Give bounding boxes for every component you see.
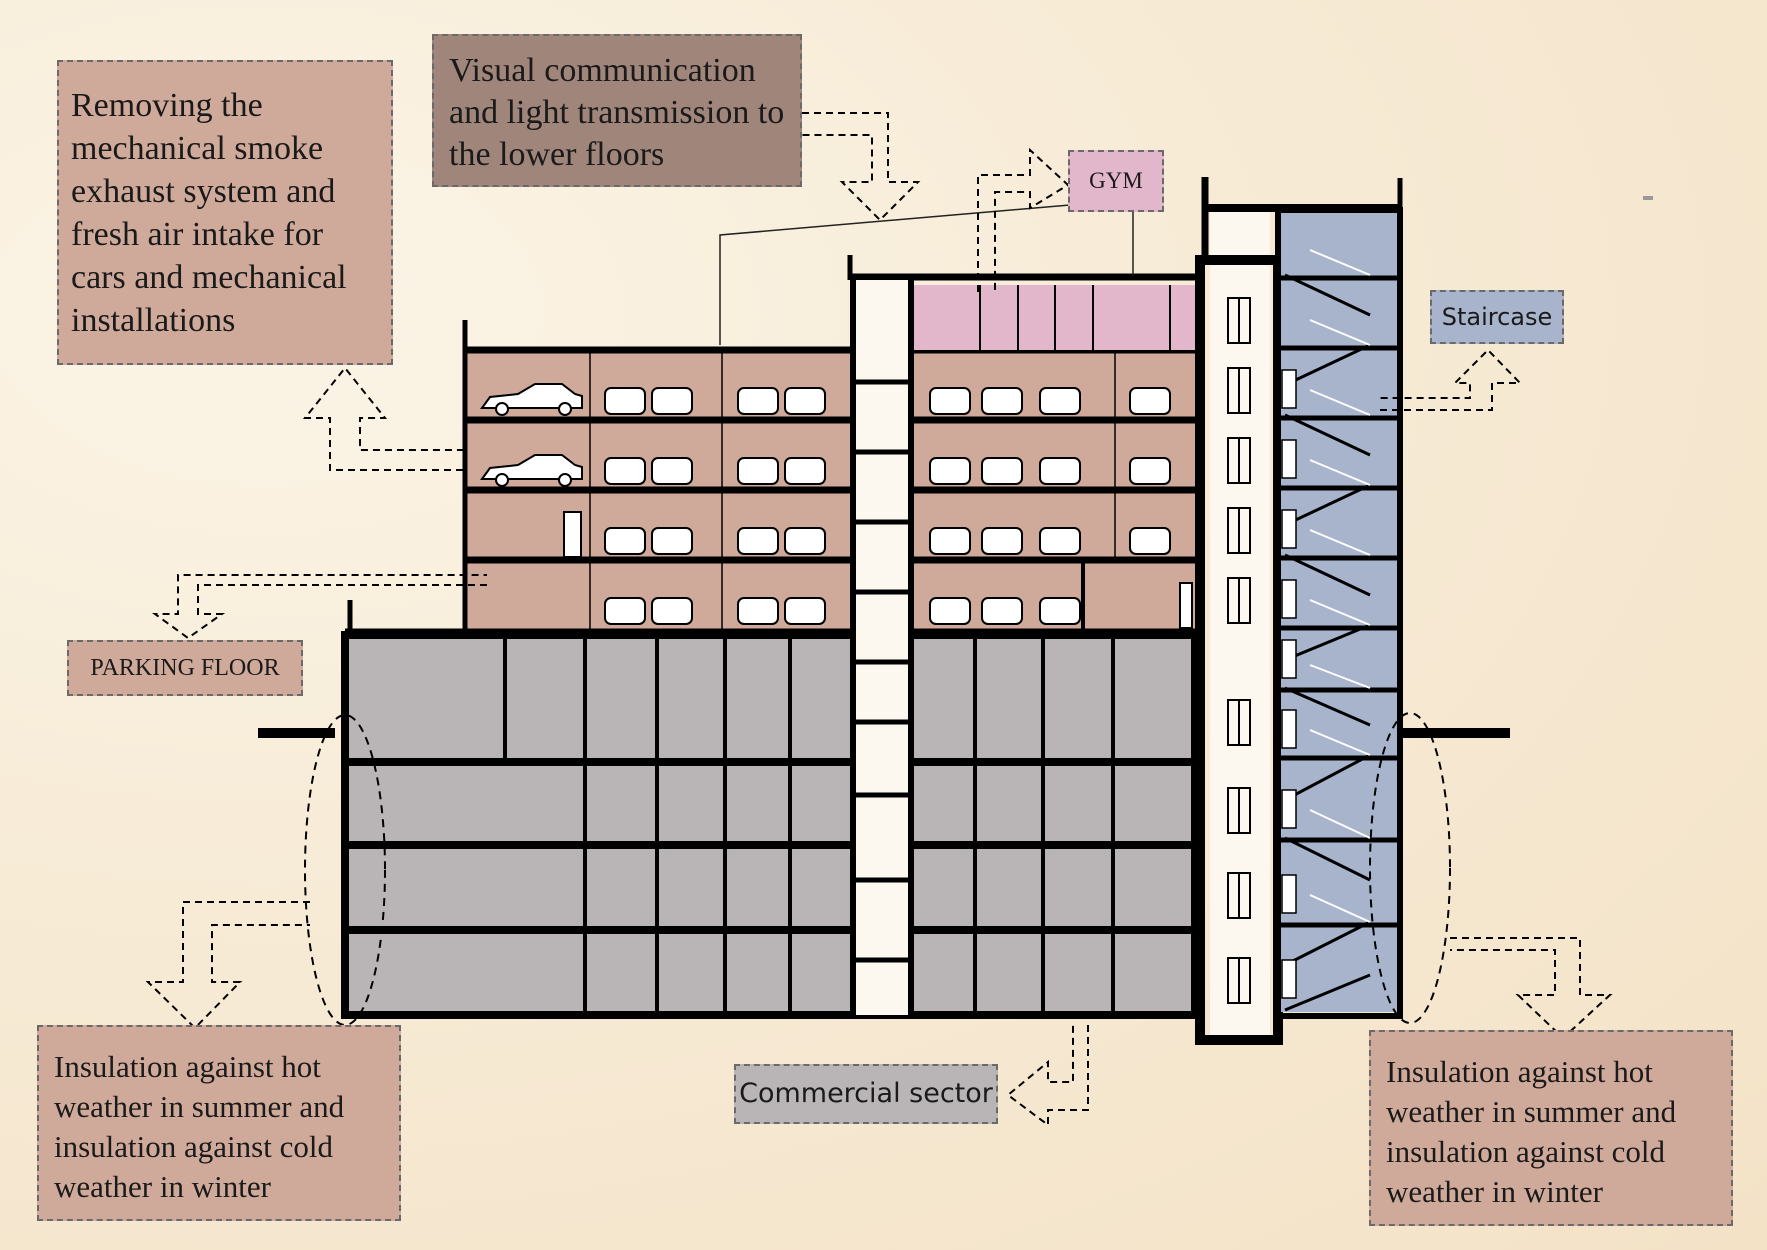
atrium-void: [850, 280, 914, 1015]
insulation-ellipse-right: [1369, 712, 1451, 1024]
gym-label: GYM: [1068, 150, 1164, 212]
stray-mark: [1643, 196, 1653, 200]
staircase-text: Staircase: [1441, 303, 1553, 331]
smoke-exhaust-label: Removing the mechanical smoke exhaust sy…: [57, 60, 393, 365]
insulation-left-label: Insulation against hot weather in summer…: [37, 1025, 401, 1221]
visual-communication-label: Visual communication and light transmiss…: [432, 34, 802, 187]
parking-floor-label: PARKING FLOOR: [67, 640, 303, 696]
insulation-ellipse-left: [304, 714, 386, 1026]
parking-floors: [345, 299, 1195, 636]
commercial-sector-label: Commercial sector: [734, 1064, 998, 1124]
gym-text: GYM: [1089, 168, 1143, 193]
insulation-right-text: Insulation against hot weather in summer…: [1386, 1054, 1677, 1209]
insulation-right-label: Insulation against hot weather in summer…: [1369, 1030, 1733, 1226]
commercial-sector-text: Commercial sector: [739, 1078, 993, 1109]
staircase-label: Staircase: [1430, 290, 1564, 344]
insulation-left-text: Insulation against hot weather in summer…: [54, 1049, 345, 1204]
commercial-block: [341, 631, 1199, 1019]
parking-floor-text: PARKING FLOOR: [90, 655, 280, 681]
smoke-exhaust-text: Removing the mechanical smoke exhaust sy…: [71, 87, 347, 339]
staircase-block: [1275, 207, 1403, 1019]
gym-floor: [847, 255, 1200, 350]
visual-communication-text: Visual communication and light transmiss…: [449, 52, 785, 173]
